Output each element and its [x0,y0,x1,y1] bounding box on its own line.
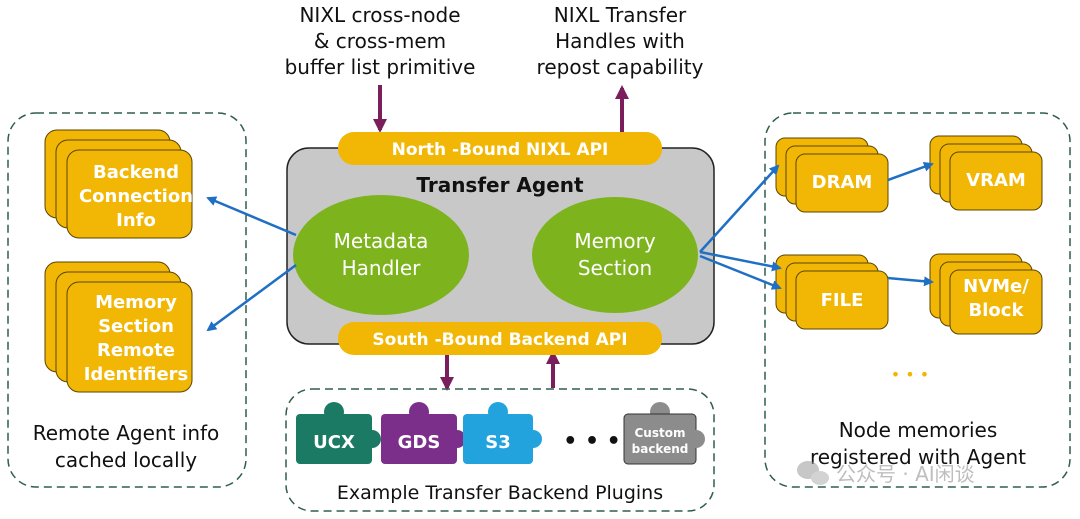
top-note-right-line3: repost capability [537,55,704,79]
arrow-to-file-a [699,250,782,272]
north-api-bar [338,132,662,165]
card2-line3: Remote [97,340,175,361]
dram-card: DRAM [775,137,889,213]
arrow-to-dram [699,164,780,253]
top-note-left: NIXL cross-node & cross-mem buffer list … [285,3,476,79]
card1-line1: Backend [93,162,179,183]
north-api-label: North -Bound NIXL API [392,140,609,160]
card2-line2: Section [98,316,174,337]
custom-backend-puzzle-icon: Custom backend [623,402,705,465]
remote-caption-line2: cached locally [55,448,197,472]
plugins-ellipsis: • • • [563,429,621,454]
gds-puzzle-icon: GDS [381,402,466,464]
wechat-icon [797,461,829,485]
top-note-left-line2: & cross-mem [314,29,446,53]
s3-puzzle-icon: S3 [463,402,542,464]
metadata-handler-line1: Metadata [334,229,429,253]
memory-section-line1: Memory [574,229,656,253]
south-api-label: South -Bound Backend API [372,330,627,350]
card1-line2: Connection [79,186,193,207]
custom-line2: backend [632,442,689,456]
plugins-panel [285,388,715,512]
card2-line4: Identifiers [84,364,189,385]
memory-section-ellipse [532,197,698,313]
arrow-to-backend-info [206,196,297,237]
nvme-card: NVMe/ Block [929,253,1043,335]
file-label: FILE [821,290,864,311]
ucx-puzzle-icon: UCX [296,402,381,464]
vram-card: VRAM [929,135,1043,211]
top-note-right-line1: NIXL Transfer [554,3,687,27]
metadata-handler-ellipse [293,195,469,315]
node-caption-line2: registered with Agent [810,445,1026,469]
nvme-line2: Block [969,300,1025,321]
plugins-caption: Example Transfer Backend Plugins [337,482,663,504]
remote-agent-panel [7,112,247,488]
vram-label: VRAM [966,170,1026,191]
wechat-watermark: 公众号 · AI闲谈 [797,461,975,486]
memory-section-line2: Section [578,256,652,280]
top-note-right: NIXL Transfer Handles with repost capabi… [537,3,704,79]
top-note-left-line3: buffer list primitive [285,55,476,79]
custom-line1: Custom [635,426,686,440]
arrow-file-to-nvme [887,276,934,287]
arrow-to-remote-identifiers [206,263,297,332]
transfer-agent-title: Transfer Agent [416,173,584,197]
node-memories-panel [764,112,1071,488]
ucx-label: UCX [313,432,355,453]
arrow-to-file-b [699,254,782,290]
gds-label: GDS [398,432,441,453]
node-ellipsis: • • • [891,365,929,384]
card2-line1: Memory [95,292,177,313]
arrow-dram-to-vram [887,162,934,182]
remote-caption-line1: Remote Agent info [33,421,220,445]
card1-line3: Info [116,210,156,231]
node-caption-line1: Node memories [839,418,998,442]
nvme-line1: NVMe/ [963,276,1029,297]
top-note-left-line1: NIXL cross-node [299,3,460,27]
top-note-right-line2: Handles with [555,29,685,53]
backend-connection-card: Backend Connection Info [44,129,193,239]
south-api-bar [338,322,662,355]
watermark-text: 公众号 · AI闲谈 [836,462,975,486]
file-card: FILE [775,254,889,330]
s3-label: S3 [485,432,511,453]
memory-section-remote-card: Memory Section Remote Identifiers [44,261,193,393]
dram-label: DRAM [812,172,873,193]
metadata-handler-line2: Handler [342,256,422,280]
